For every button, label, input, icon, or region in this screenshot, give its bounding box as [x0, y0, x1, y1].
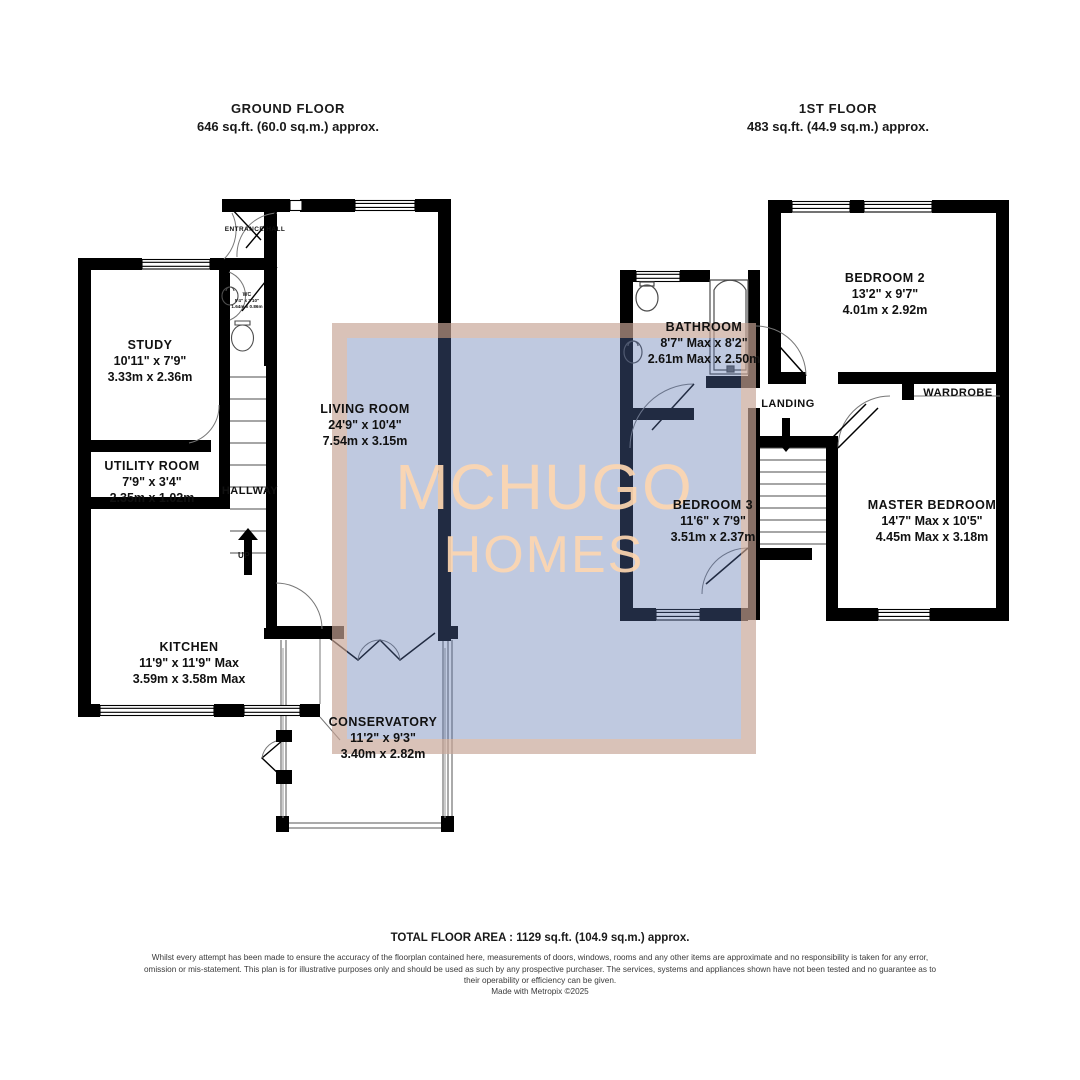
- ground-floor-plan: [78, 199, 458, 832]
- kitchen-corner-leader: [319, 639, 341, 741]
- first-floor-walls: [620, 200, 1009, 621]
- ground-floor-heading: GROUND FLOOR 646 sq.ft. (60.0 sq.m.) app…: [78, 100, 498, 135]
- first-floor-door-leafs: [651, 337, 879, 585]
- first-floor-plan: [620, 200, 1009, 621]
- conservatory-door-arc: [357, 639, 401, 661]
- conservatory-posts: [276, 626, 458, 832]
- first-floor-area: 483 sq.ft. (44.9 sq.m.) approx.: [746, 118, 930, 134]
- footer: TOTAL FLOOR AREA : 1129 sq.ft. (104.9 sq…: [140, 932, 940, 996]
- first-floor-door-swings: [629, 325, 1000, 595]
- ground-floor-title: GROUND FLOOR: [230, 101, 346, 116]
- ground-floor-area: 646 sq.ft. (60.0 sq.m.) approx.: [196, 118, 380, 134]
- first-floor-windows: [635, 200, 933, 621]
- kitchen-exterior-door-frame: [276, 730, 292, 784]
- ground-floor-stairs: [230, 366, 266, 628]
- total-floor-area: TOTAL FLOOR AREA : 1129 sq.ft. (104.9 sq…: [390, 932, 690, 944]
- ground-floor-walls: [78, 199, 451, 717]
- entrance-hall-leader-lines: [229, 206, 279, 312]
- wc-fixtures: [221, 286, 255, 352]
- first-floor-stairs: [760, 418, 826, 548]
- first-floor-title: 1ST FLOOR: [798, 101, 878, 116]
- disclaimer-text: Whilst every attempt has been made to en…: [143, 953, 937, 986]
- first-floor-heading: 1ST FLOOR 483 sq.ft. (44.9 sq.m.) approx…: [628, 100, 1048, 135]
- bathroom-fixtures: [623, 279, 749, 375]
- ground-floor-windows: [99, 199, 416, 717]
- conservatory-glazing: [280, 640, 453, 829]
- made-with-text: Made with Metropix ©2025: [491, 986, 589, 996]
- conservatory-panes: [282, 648, 446, 818]
